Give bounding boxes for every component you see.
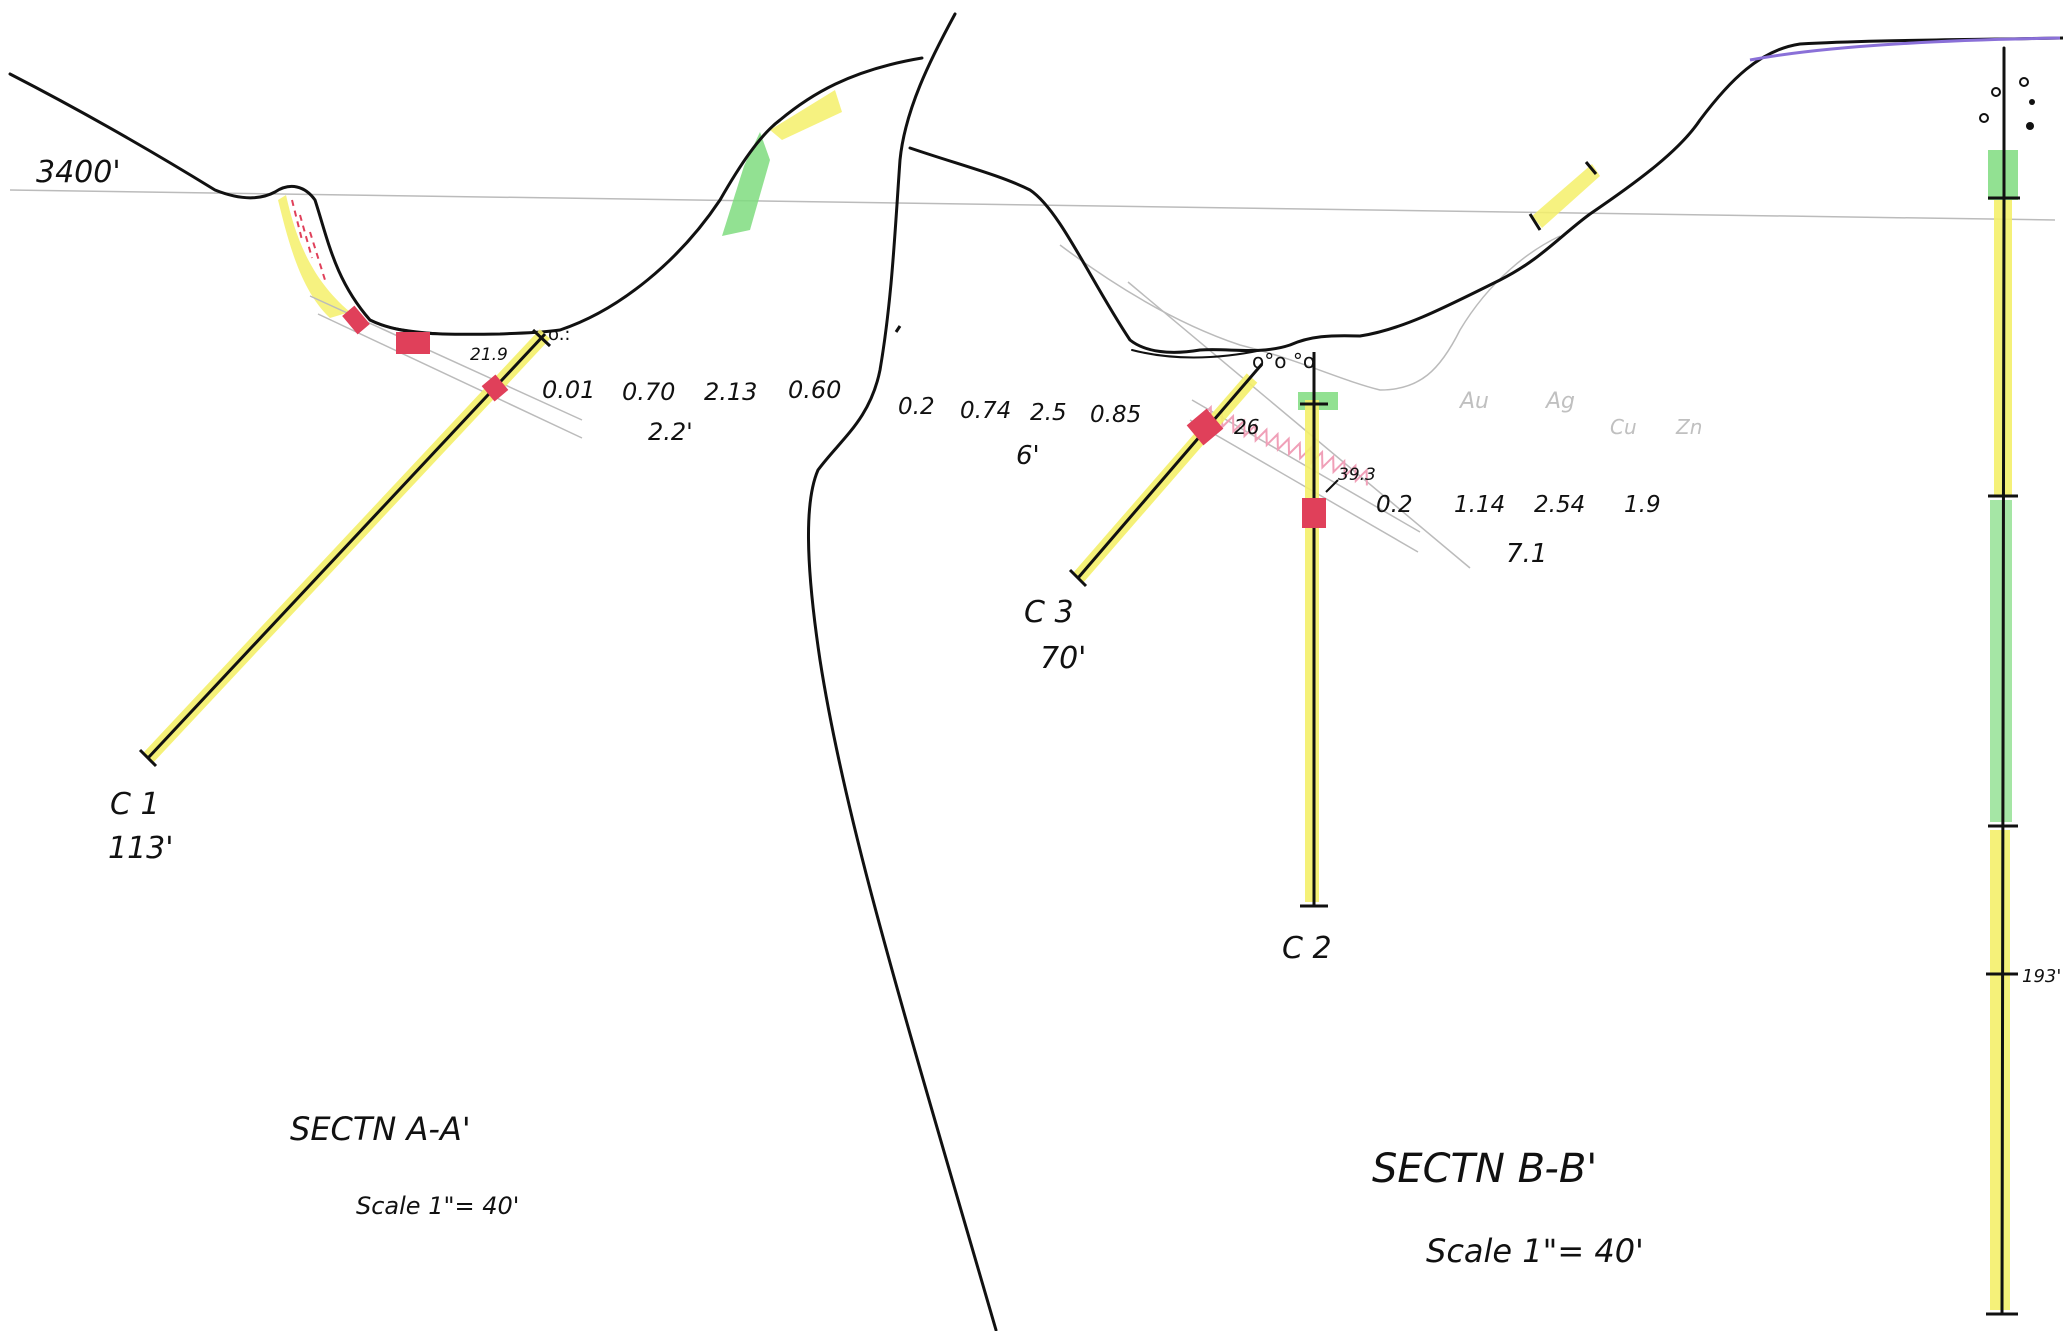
intercept-value-c2: 39.3 [1338,465,1376,485]
sheet-divider [807,12,998,1331]
pit-floor-b [1131,349,1263,359]
assay-a-3: 0.60 [788,376,841,404]
right-hole-yellow-2 [1990,830,2010,1310]
section-a-title: SECTN A-A' [290,1110,471,1148]
surface-color-streak [1749,36,2061,62]
drillhole-c3 [1076,363,1264,579]
guide-line-b-2 [1127,281,1471,569]
assay-c2-0: 0.2 [1376,492,1413,518]
hole-c2-name: C 2 [1282,931,1332,966]
hole-c1-depth: 113' [108,831,174,866]
right-hole-collar-dot-5 [2029,99,2035,105]
right-hole-depth: 193' [2022,966,2061,987]
intercept-red-marker-c2 [1302,498,1326,528]
section-a: 21.9 o.: 0.01 0.70 2.13 0.60 2.2' C 1 11… [8,56,924,1220]
surface-yellow-zone-b [1532,164,1600,228]
drillhole-c1-end-tick [138,748,158,768]
faint-label-0: Au [1458,389,1489,414]
section-b: 26 39.3 o°o °o Au Ag Cu Zn 0.2 0.74 2.5 … [898,36,2063,1270]
width-c2: 7.1 [1506,539,1547,569]
pit-floor-line [379,324,546,336]
hole-c3-depth: 70' [1040,641,1086,676]
assay-c3-0: 0.2 [898,394,935,420]
hole-c1-name: C 1 [110,787,160,822]
collar-symbols-a: o.: [548,324,570,345]
assay-c2-1: 1.14 [1454,492,1505,518]
section-b-title: SECTN B-B' [1372,1146,1597,1192]
assay-c3-2: 2.5 [1030,400,1067,426]
assay-c3-1: 0.74 [960,398,1011,424]
hole-c3-name: C 3 [1024,595,1074,630]
right-hole-collar-dot-4 [2026,122,2034,130]
surface-yellow-zone-right [770,90,842,140]
faint-label-3: Zn [1675,415,1702,439]
intercept-red-marker-c1 [481,374,509,402]
assay-c2-3: 1.9 [1624,492,1661,518]
assay-c3-3: 0.85 [1090,402,1141,428]
elevation-reference-line [9,189,2056,221]
drillhole-c1-collar-tick [531,328,552,348]
surface-tick-b-2 [1584,161,1598,175]
width-a: 2.2' [648,418,693,446]
right-hole-collar-dot-3 [1979,113,1989,123]
section-b-scale: Scale 1"= 40' [1426,1232,1644,1270]
surface-tick-b-1 [1528,213,1542,231]
intercept-value-c3: 26 [1234,415,1259,439]
surface-yellow-zone-left [278,195,350,318]
assay-a-0: 0.01 [542,376,595,404]
divider-tick [894,325,902,333]
drillhole-c3-end-tick [1068,568,1088,588]
assay-c2-2: 2.54 [1534,492,1585,518]
intercept-c2-leader [1325,479,1339,493]
assay-a-2: 2.13 [704,378,757,406]
ground-profile-b [908,36,2063,354]
right-hole-collar-dot-2 [2019,77,2029,87]
right-hole-green-mid [1990,500,2012,822]
surface-red-hatch-left [291,199,326,281]
right-hole-line [1999,46,2006,1316]
assay-a-1: 0.70 [622,378,675,406]
right-drillhole: 193' [1979,46,2061,1316]
intercept-red-marker-2 [396,332,430,354]
drillhole-c1 [146,332,547,760]
section-a-scale: Scale 1"= 40' [356,1192,519,1220]
right-hole-collar-dot-1 [1991,87,2001,97]
intercept-value-a: 21.9 [470,345,508,365]
faint-label-1: Ag [1544,389,1575,414]
collar-symbols-b: o°o °o [1252,349,1315,373]
elevation-label: 3400' [36,155,121,190]
vein-pink-hatch [1199,404,1368,486]
faint-label-2: Cu [1610,415,1637,439]
intercept-red-marker-1 [342,305,370,335]
intercept-red-marker-c3 [1186,408,1224,446]
surface-green-zone [722,132,770,236]
width-c3: 6' [1016,441,1040,471]
